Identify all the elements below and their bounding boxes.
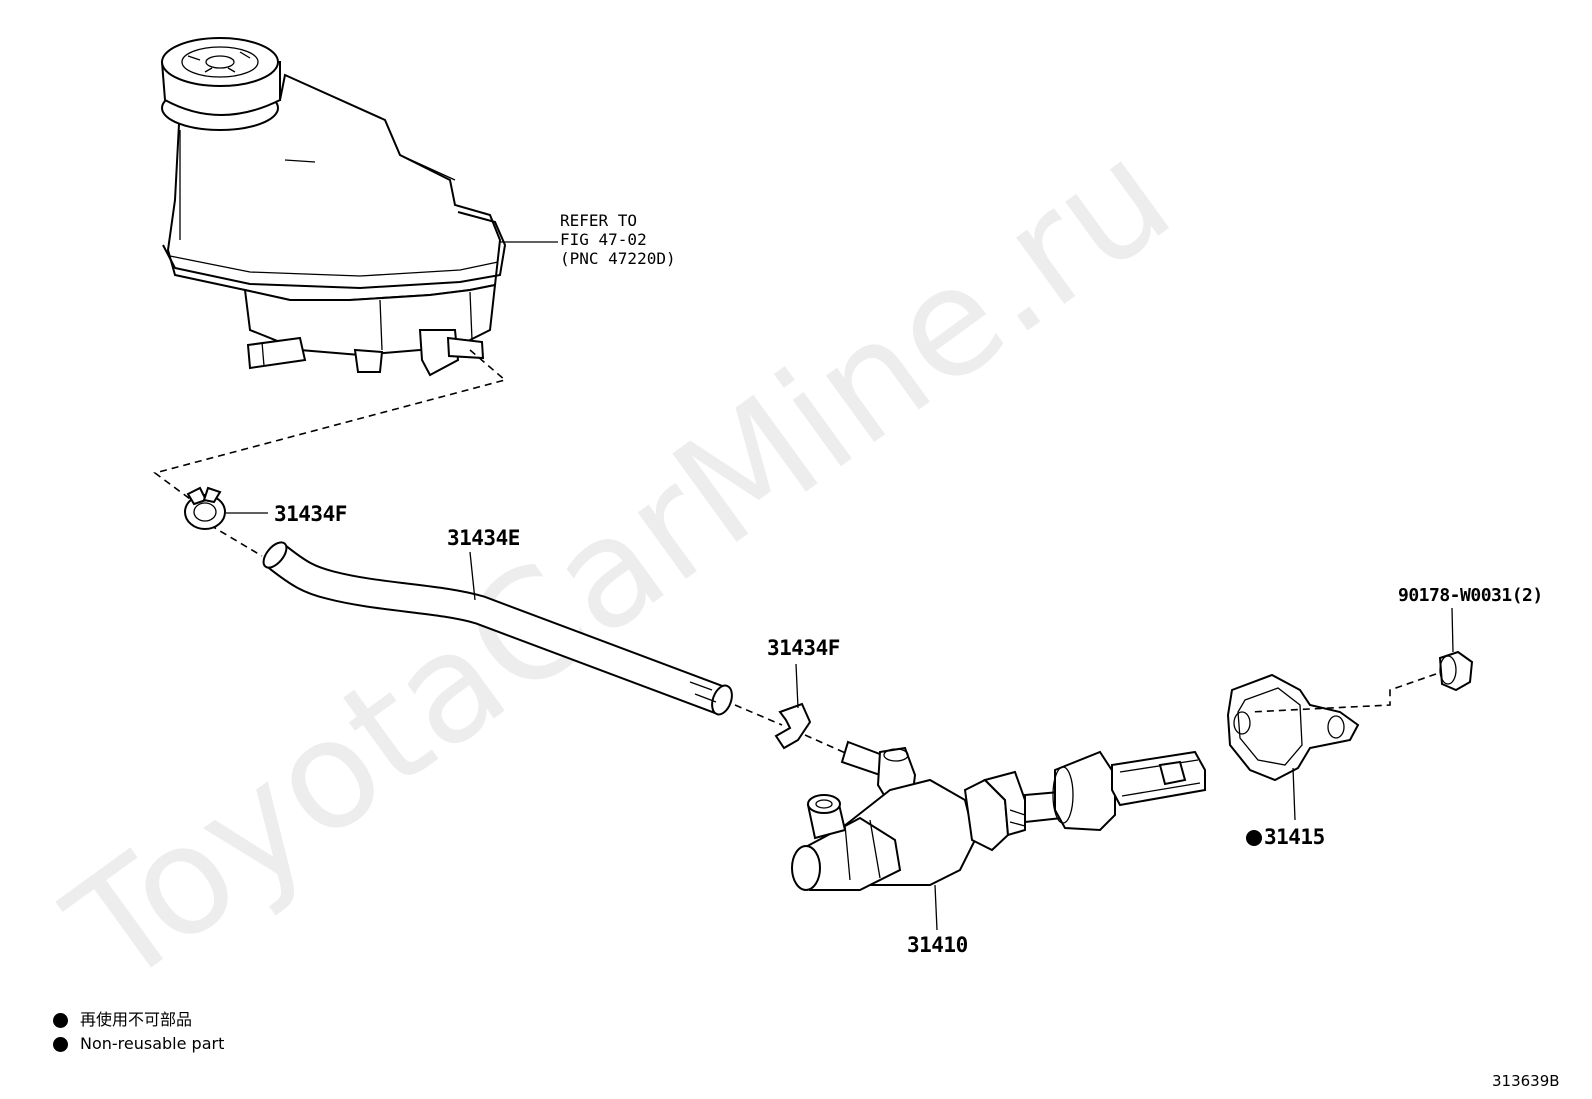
non-reusable-dot-icon [1246,829,1262,846]
clip-top [184,486,268,530]
part-label-master-cylinder[interactable]: 31410 [907,933,968,957]
part-label-nut[interactable]: 90178-W0031(2) [1398,585,1543,606]
refer-note-line-2: FIG 47-02 [560,230,647,249]
reservoir-tank [160,37,507,377]
legend-japanese: 再使用不可部品 [53,1012,192,1028]
connection-line-nut-gasket [1249,673,1437,713]
part-label-clip-top[interactable]: 31434F [274,502,347,526]
part-label-gasket-number: 31415 [1264,825,1325,849]
connection-line-clip-cylinder [804,734,851,756]
part-label-clip-mid[interactable]: 31434F [767,636,840,660]
refer-note-line-1: REFER TO [560,211,638,230]
refer-note-leader [500,241,558,243]
refer-note: REFER TO FIG 47-02 (PNC 47220D) [560,211,676,268]
legend-dot-icon [53,1036,68,1052]
connection-line-clip-hose [209,524,263,557]
figure-number: 313639B [1492,1072,1560,1090]
nut [1438,607,1474,692]
legend-japanese-text: 再使用不可部品 [80,1010,193,1029]
connection-line-hose-clip [734,704,783,726]
connection-line-tank [153,349,507,511]
part-label-hose[interactable]: 31434E [447,526,520,550]
gasket [1226,673,1360,821]
legend-english-text: Non-reusable part [80,1034,225,1053]
hose [262,541,733,716]
clip-mid [774,663,812,750]
legend-dot-icon [53,1012,68,1028]
refer-note-line-3: (PNC 47220D) [560,249,676,268]
master-cylinder [791,740,1206,931]
legend-english: Non-reusable part [53,1036,224,1052]
part-label-gasket[interactable]: 31415 [1246,827,1325,848]
